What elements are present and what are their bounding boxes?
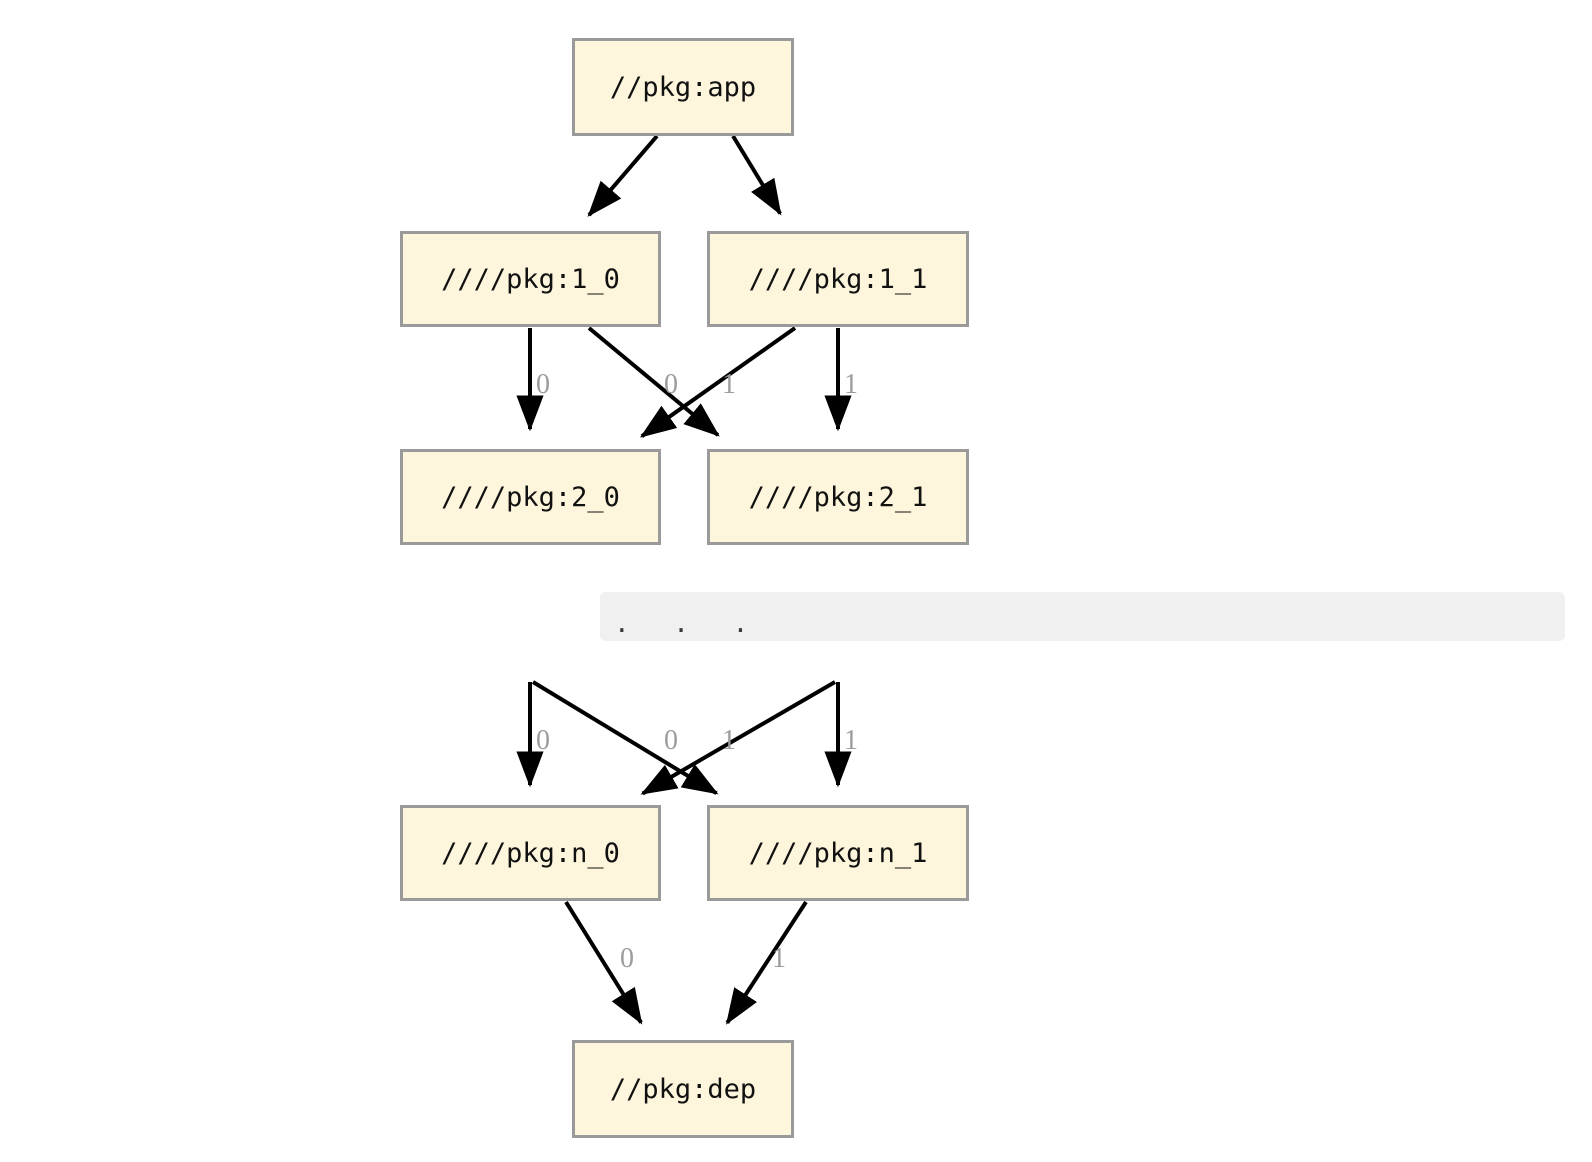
- node-l2_0[interactable]: ////pkg:2_0: [400, 449, 661, 545]
- edge-hidden_b-to-ln_0: [640, 680, 837, 796]
- edge-hidden_a-to-ln_1: [531, 680, 719, 795]
- ellipsis-dots: . . .: [614, 608, 763, 639]
- node-label: ////pkg:n_0: [441, 837, 620, 869]
- node-l1_1[interactable]: ////pkg:1_1: [707, 231, 969, 327]
- edge-label: 0: [620, 943, 634, 974]
- edge-ln_1-to-dep: [725, 900, 808, 1025]
- edge-ln_0-to-dep: [564, 900, 643, 1025]
- edge-label: 0: [536, 725, 550, 756]
- node-ln_0[interactable]: ////pkg:n_0: [400, 805, 661, 901]
- edge-label: 0: [536, 369, 550, 400]
- edge-label: 0: [664, 369, 678, 400]
- node-dep[interactable]: //pkg:dep: [572, 1040, 794, 1138]
- edge-paths: [516, 134, 852, 1025]
- node-label: ////pkg:n_1: [748, 837, 928, 869]
- edge-label: 0: [664, 725, 678, 756]
- node-label: ////pkg:2_1: [748, 481, 928, 513]
- node-ln_1[interactable]: ////pkg:n_1: [707, 805, 969, 901]
- edge-label: 1: [722, 369, 736, 400]
- node-label: //pkg:dep: [609, 1073, 757, 1105]
- node-label: //pkg:app: [609, 71, 757, 103]
- edge-label: 1: [722, 725, 736, 756]
- node-app[interactable]: //pkg:app: [572, 38, 794, 136]
- node-label: ////pkg:1_0: [441, 263, 620, 295]
- node-label: ////pkg:1_1: [748, 263, 928, 295]
- edge-app-to-l1_1: [731, 134, 782, 216]
- edge-l1_1-to-l2_0: [639, 326, 797, 438]
- edge-label: 1: [772, 943, 786, 974]
- edge-l1_0-to-l2_1: [587, 326, 720, 437]
- edge-app-to-l1_0: [587, 134, 659, 217]
- node-l2_1[interactable]: ////pkg:2_1: [707, 449, 969, 545]
- edge-label: 1: [844, 725, 858, 756]
- ellipsis-band: . . .: [600, 592, 1565, 641]
- node-label: ////pkg:2_0: [441, 481, 620, 513]
- edge-label: 1: [844, 369, 858, 400]
- node-l1_0[interactable]: ////pkg:1_0: [400, 231, 661, 327]
